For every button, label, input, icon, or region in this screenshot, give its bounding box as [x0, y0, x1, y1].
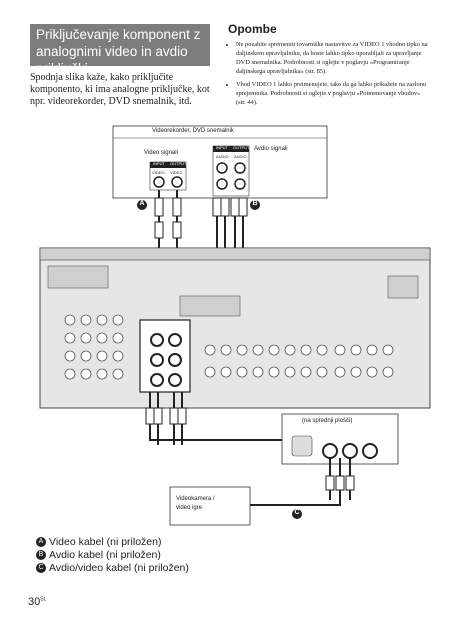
marker-a-badge: A: [36, 537, 46, 548]
input-label: INPUT: [153, 161, 165, 166]
device-title: Videorekorder, DVD snemalnik: [152, 128, 234, 134]
marker-a: [137, 200, 147, 210]
marker-b-label: B: [252, 200, 258, 207]
note-item: Vhod VIDEO 1 lahko preimenujete, tako da…: [236, 80, 428, 107]
video-in-jack: [153, 176, 165, 188]
notes-heading: Opombe: [228, 22, 277, 36]
legend-text: Avdio kabel (ni priložen): [49, 549, 161, 561]
page-lang: SL: [40, 596, 47, 603]
title-line-2: analognimi video in avdio priključki: [36, 44, 188, 76]
marker-b-badge: B: [36, 550, 46, 561]
page-title: Priključevanje komponent z analognimi vi…: [30, 24, 210, 76]
video-signals-label: Video signali: [144, 150, 178, 156]
video-in-label: VIDEO: [152, 170, 165, 175]
video1-target-jacks: [139, 319, 191, 393]
camera-label-2: video igre: [176, 505, 203, 511]
marker-c-badge: C: [36, 563, 46, 574]
audio-input-label: INPUT: [216, 145, 228, 150]
notes-list: Ne pozabite spremeniti tovarniške nastav…: [228, 40, 428, 111]
camera-label-1: Videokamera /: [176, 496, 215, 502]
front-panel-label: (na sprednji plošči): [302, 418, 353, 424]
audio-output-label: OUTPUT: [233, 145, 250, 150]
page-number-value: 30: [28, 596, 41, 608]
video-out-label: VIDEO: [170, 170, 183, 175]
audio-signals-label: Avdio signali: [254, 146, 288, 152]
marker-b: [250, 200, 260, 210]
video-out-jack: [171, 176, 183, 188]
title-line-1: Priključevanje komponent z: [36, 27, 201, 42]
camera-box: [169, 486, 251, 526]
audio-in-label: AUDIO: [216, 154, 229, 159]
audio-out-label: AUDIO: [234, 154, 247, 159]
legend-text: Video kabel (ni priložen): [49, 536, 162, 548]
marker-c: [292, 509, 302, 519]
legend-text: Avdio/video kabel (ni priložen): [49, 562, 189, 574]
page-number: 30SL: [28, 596, 46, 608]
output-label: OUTPUT: [170, 161, 187, 166]
intro-text: Spodnja slika kaže, kako priključite kom…: [30, 72, 210, 107]
marker-c-label: C: [294, 509, 300, 516]
marker-a-label: A: [139, 200, 145, 207]
note-item: Ne pozabite spremeniti tovarniške nastav…: [236, 40, 428, 76]
